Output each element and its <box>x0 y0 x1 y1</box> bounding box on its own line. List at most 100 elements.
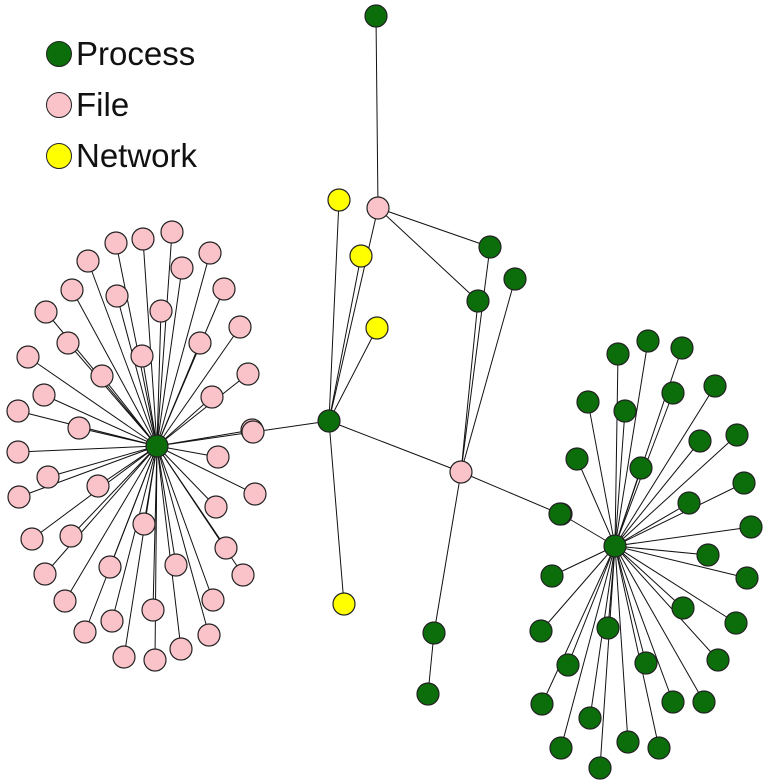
process-node <box>677 491 701 515</box>
process-node <box>578 706 602 730</box>
process-node <box>145 434 169 458</box>
legend-item-process: Process <box>46 28 197 79</box>
graph-edge <box>141 355 158 447</box>
graph-nodes <box>6 4 763 780</box>
graph-edge <box>156 342 201 447</box>
file-node <box>228 315 252 339</box>
graph-edge <box>27 356 158 447</box>
file-dot-icon <box>46 91 72 118</box>
process-node <box>724 611 748 635</box>
graph-edge <box>614 545 737 624</box>
graph-edge <box>614 482 745 547</box>
graph-edge <box>154 445 158 661</box>
graph-edge <box>328 420 345 605</box>
process-node <box>422 621 446 645</box>
graph-edge <box>17 445 158 453</box>
process-node <box>671 596 695 620</box>
graph-edge <box>156 431 254 447</box>
graph-edge <box>614 545 719 661</box>
graph-edge <box>614 545 629 743</box>
graph-edge <box>560 545 616 749</box>
legend-label-file: File <box>76 85 130 123</box>
file-node <box>198 241 222 265</box>
graph-edge <box>567 545 616 666</box>
file-node <box>149 299 173 323</box>
process-node <box>588 756 612 780</box>
graph-edge <box>433 471 462 634</box>
graph-edge <box>614 526 752 547</box>
graph-edge <box>540 545 616 632</box>
graph-edge <box>460 246 491 473</box>
graph-edge <box>252 420 330 433</box>
file-node <box>214 536 238 560</box>
graph-edge <box>614 545 660 749</box>
file-node <box>449 460 473 484</box>
process-node <box>606 342 630 366</box>
file-node <box>164 553 188 577</box>
file-node <box>243 482 267 506</box>
file-node <box>200 385 224 409</box>
graph-edge <box>116 295 158 447</box>
legend-item-network: Network <box>46 130 197 181</box>
process-node <box>529 619 553 643</box>
graph-edge <box>71 289 158 447</box>
file-node <box>60 278 84 302</box>
file-node <box>132 512 156 536</box>
graph-edge <box>328 327 378 422</box>
file-node <box>32 383 56 407</box>
file-node <box>366 196 390 220</box>
file-node <box>53 589 77 613</box>
file-node <box>212 277 236 301</box>
file-node <box>105 284 129 308</box>
file-node <box>170 256 194 280</box>
process-node <box>596 616 620 640</box>
process-node <box>317 409 341 433</box>
graph-edge <box>460 278 516 473</box>
graph-edge <box>328 199 340 422</box>
process-node <box>478 235 502 259</box>
file-node <box>36 465 60 489</box>
file-node <box>160 220 184 244</box>
file-node <box>67 416 91 440</box>
process-node <box>613 399 637 423</box>
graph-edge <box>47 445 158 478</box>
file-node <box>197 623 221 647</box>
process-node <box>725 423 749 447</box>
graph-edge <box>375 15 379 209</box>
graph-edge <box>614 467 642 547</box>
process-node <box>565 447 589 471</box>
graph-edge <box>43 394 158 447</box>
graph-edge <box>156 231 173 447</box>
file-node <box>169 637 193 661</box>
file-node <box>143 648 167 672</box>
process-node <box>549 736 573 760</box>
file-node <box>20 527 44 551</box>
process-node <box>735 566 759 590</box>
graph-edge <box>115 242 158 447</box>
graph-edge <box>156 445 182 650</box>
graph-edge <box>614 545 705 703</box>
process-node <box>670 336 694 360</box>
graph-edge <box>614 410 626 547</box>
graph-edge <box>111 445 158 622</box>
process-node <box>603 534 627 558</box>
process-node <box>692 690 716 714</box>
graph-edge <box>87 260 158 447</box>
graph-edge <box>614 353 619 547</box>
process-dot-icon <box>46 40 72 67</box>
graph-edge <box>101 375 158 447</box>
process-node <box>706 648 730 672</box>
file-node <box>7 485 31 509</box>
process-node <box>647 736 671 760</box>
graph-edge <box>156 445 210 636</box>
graph-edge <box>614 545 684 609</box>
file-node <box>6 440 30 464</box>
file-node <box>73 620 97 644</box>
graph-edge <box>460 300 479 473</box>
file-node <box>6 399 30 423</box>
process-node <box>661 381 685 405</box>
process-node <box>530 692 554 716</box>
graph-edge <box>18 445 158 498</box>
graph-edge <box>44 445 158 575</box>
